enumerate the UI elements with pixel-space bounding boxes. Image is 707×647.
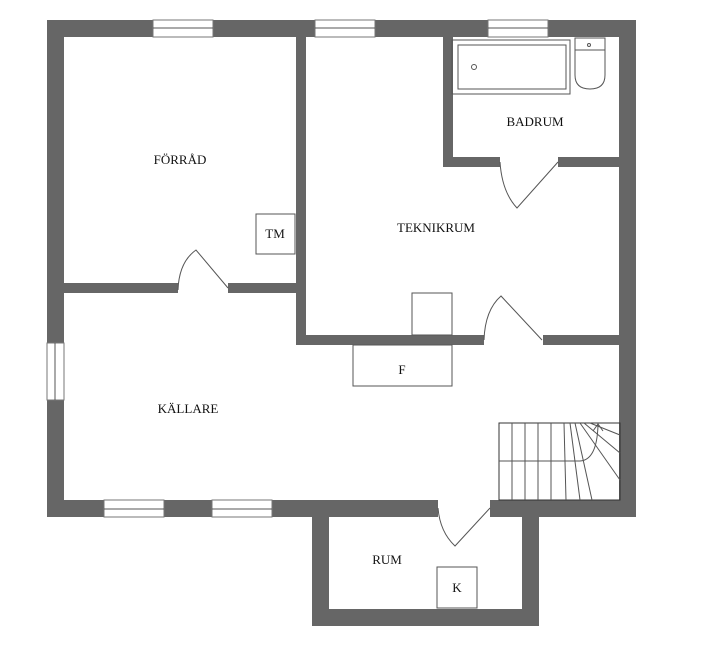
- wall: [522, 500, 539, 626]
- wall: [312, 609, 539, 626]
- stair-tread: [579, 422, 621, 481]
- wall: [558, 157, 620, 167]
- wall: [312, 500, 329, 626]
- wall: [490, 500, 636, 517]
- room-label-rum: RUM: [372, 552, 402, 567]
- windows: [46, 19, 549, 518]
- f-box: [352, 344, 453, 387]
- tm-box: [255, 213, 296, 255]
- fixture-label-f: F: [398, 362, 405, 377]
- k-box: [436, 566, 478, 609]
- staircase[interactable]: [498, 422, 621, 501]
- stair-tread: [589, 422, 621, 436]
- stair-tread: [574, 422, 593, 501]
- fixture-label-tm: TM: [265, 226, 285, 241]
- stair-tread: [569, 422, 581, 501]
- door-forrad[interactable]: [177, 249, 229, 291]
- stair-tread: [583, 422, 621, 454]
- wall: [47, 20, 64, 517]
- bathtub: [451, 39, 571, 95]
- wall: [443, 157, 500, 167]
- door-teknikrum[interactable]: [483, 295, 543, 341]
- stair-tread: [563, 422, 567, 501]
- room-label-kallare: KÄLLARE: [158, 401, 219, 416]
- wall: [296, 335, 484, 345]
- wall: [64, 283, 178, 293]
- wall: [543, 335, 620, 345]
- wall: [619, 20, 636, 517]
- walls: [47, 20, 636, 626]
- room-label-teknikrum: TEKNIKRUM: [397, 220, 475, 235]
- door-badrum[interactable]: [499, 161, 559, 209]
- doors: [177, 161, 559, 547]
- door-rum[interactable]: [437, 507, 491, 547]
- wall: [443, 37, 453, 167]
- room-label-badrum: BADRUM: [506, 114, 564, 129]
- wall: [228, 283, 296, 293]
- room-label-forrad: FÖRRÅD: [154, 152, 207, 167]
- fixture-label-k: K: [452, 580, 462, 595]
- wall: [296, 37, 306, 345]
- unit-box: [411, 292, 453, 336]
- toilet: [574, 37, 606, 90]
